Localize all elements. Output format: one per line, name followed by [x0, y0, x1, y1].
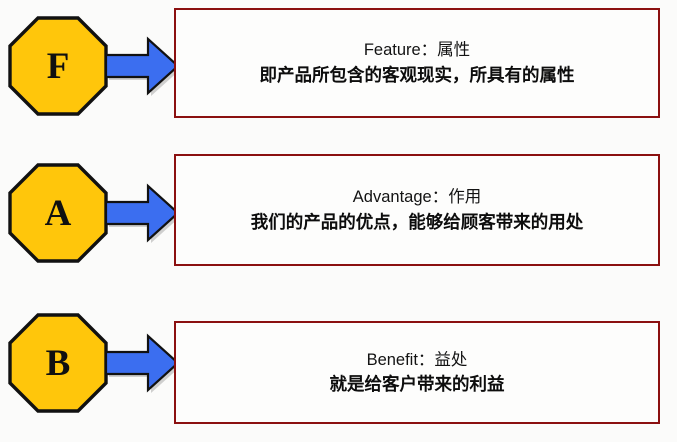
arrow-feature — [100, 35, 181, 97]
feature-text-inner: Feature：属性 即产品所包含的客观现实，所具有的属性 — [260, 39, 575, 87]
benefit-description: 就是给客户带来的利益 — [329, 374, 505, 395]
advantage-title: Advantage：作用 — [352, 188, 482, 207]
arrow-advantage — [100, 182, 181, 244]
fab-row-feature: F Feature：属性 即产品所包含的客观现实，所具有的属性 — [0, 8, 677, 126]
right-arrow-icon — [104, 333, 181, 393]
right-arrow-icon — [104, 183, 181, 243]
advantage-description: 我们的产品的优点，能够给顾客带来的用处 — [250, 211, 584, 232]
advantage-text-box: Advantage：作用 我们的产品的优点，能够给顾客带来的用处 — [174, 154, 660, 266]
advantage-text-inner: Advantage：作用 我们的产品的优点，能够给顾客带来的用处 — [251, 186, 584, 234]
octagon-shape — [8, 163, 108, 263]
octagon-shape — [8, 16, 108, 116]
feature-title: Feature：属性 — [363, 41, 471, 60]
feature-text-box: Feature：属性 即产品所包含的客观现实，所具有的属性 — [174, 8, 660, 118]
fab-row-advantage: A Advantage：作用 我们的产品的优点，能够给顾客带来的用处 — [0, 154, 677, 273]
benefit-title: Benefit：益处 — [366, 350, 468, 369]
benefit-badge[interactable]: B — [8, 313, 108, 413]
advantage-badge[interactable]: A — [8, 163, 108, 263]
benefit-text-box: Benefit：益处 就是给客户带来的利益 — [174, 321, 660, 424]
feature-badge[interactable]: F — [8, 16, 108, 116]
right-arrow-icon — [104, 36, 181, 96]
feature-description: 即产品所包含的客观现实，所具有的属性 — [259, 64, 575, 85]
octagon-shape — [8, 313, 108, 413]
benefit-text-inner: Benefit：益处 就是给客户带来的利益 — [330, 349, 505, 397]
arrow-benefit — [100, 332, 181, 394]
fab-row-benefit: B Benefit：益处 就是给客户带来的利益 — [0, 305, 677, 424]
